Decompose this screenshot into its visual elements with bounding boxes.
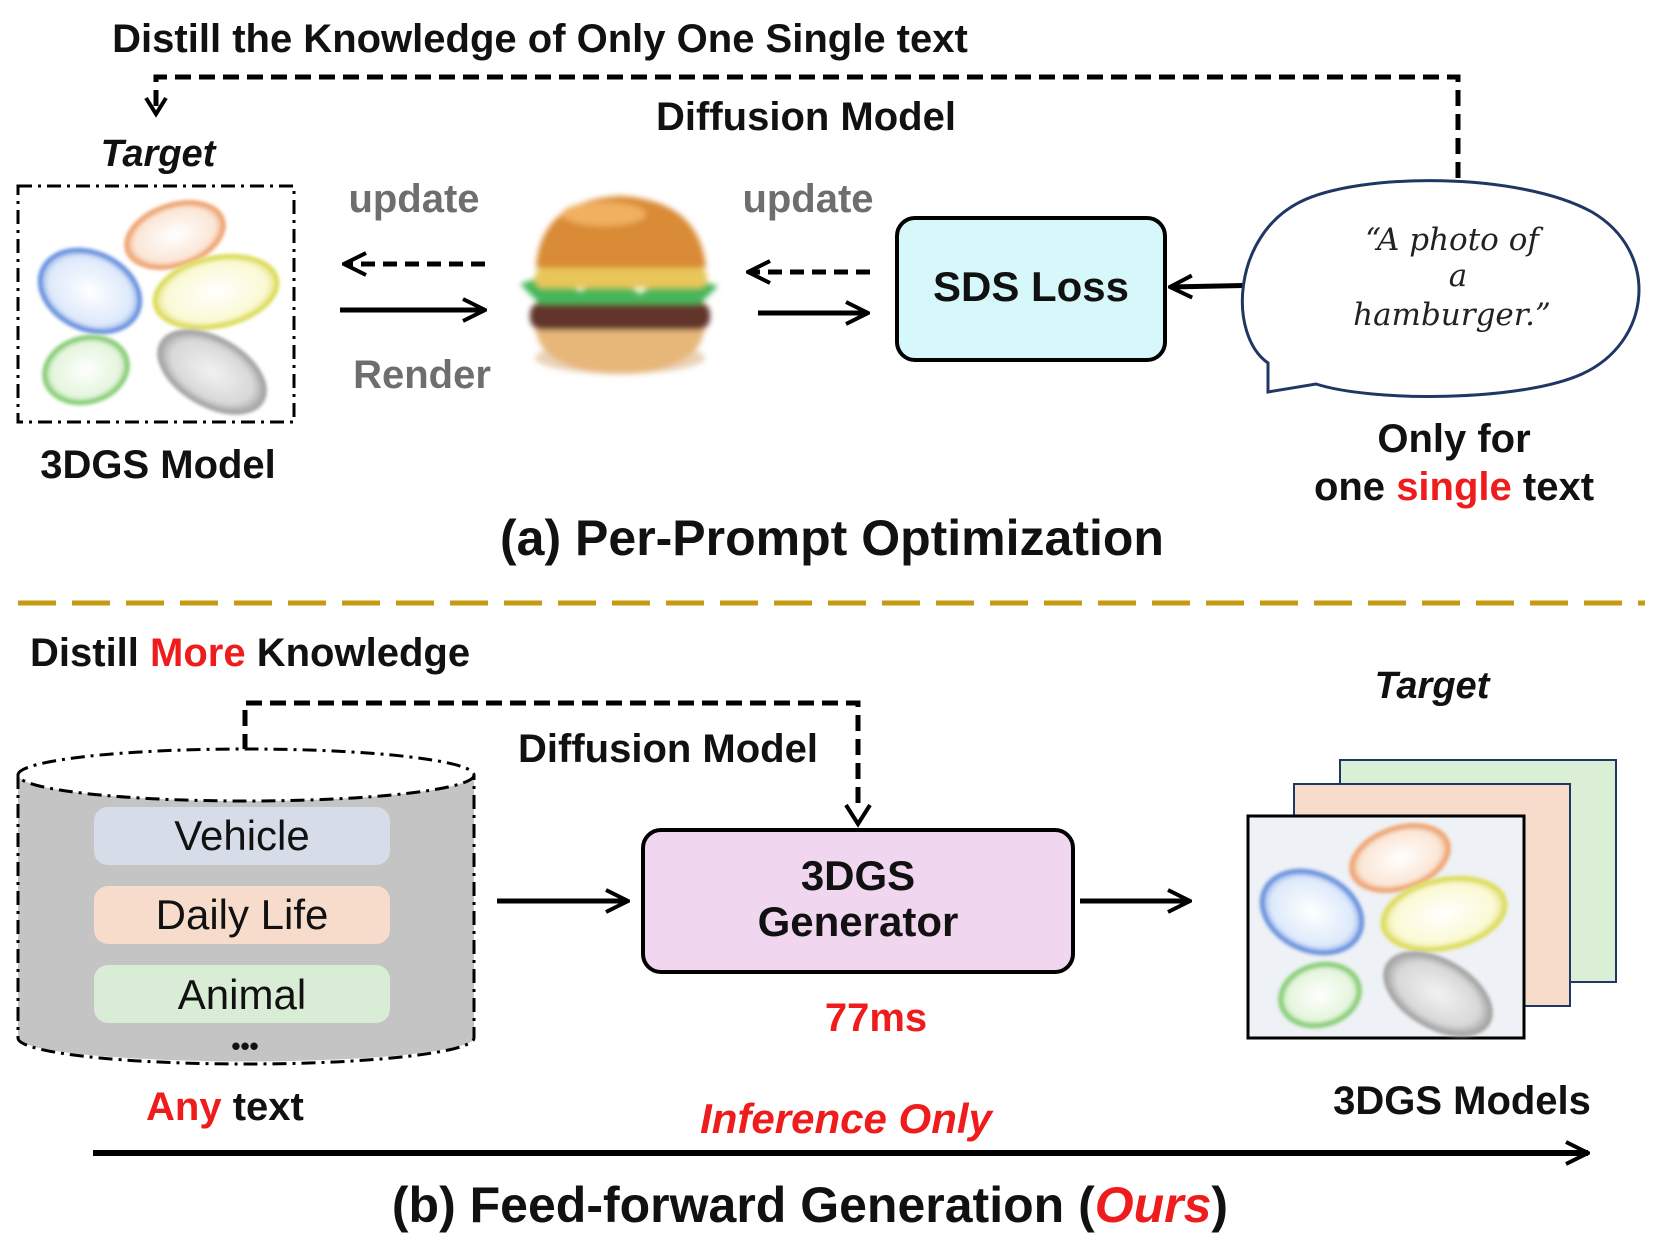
gaussian-blobs-icon <box>37 200 280 415</box>
generated-gaussian-blobs-icon <box>1259 823 1508 1037</box>
update-right-label: update <box>742 177 873 221</box>
generator-line-1: 3DGS <box>801 852 915 899</box>
sds-loss-box <box>895 216 1167 362</box>
category-pill-vehicle <box>94 807 390 865</box>
feedback-arrow-head-icon <box>144 96 168 118</box>
only-for-label: Only for <box>1377 417 1530 461</box>
distill-arrow-head-icon <box>844 803 872 828</box>
prompt-line-3: hamburger.” <box>1353 297 1551 333</box>
more-categories-ellipsis: ••• <box>231 1031 258 1061</box>
feedback-dashed-path <box>153 74 1461 178</box>
inference-only-label: Inference Only <box>700 1095 994 1142</box>
any-text-label: Any text <box>146 1085 304 1129</box>
prompt-line-2: a <box>1449 258 1467 294</box>
update-left-label: update <box>348 177 479 221</box>
top-model-label: 3DGS Model <box>40 443 276 487</box>
bottom-diffusion-label: Diffusion Model <box>518 727 818 771</box>
sds-loss-label: SDS Loss <box>933 263 1129 310</box>
caption-a: (a) Per-Prompt Optimization <box>500 510 1164 566</box>
feedback-label: Distill the Knowledge of Only One Single… <box>112 17 968 61</box>
category-pill-animal <box>94 965 390 1023</box>
caption-b: (b) Feed-forward Generation (Ours) <box>392 1177 1228 1233</box>
prompt-line-1: “A photo of <box>1365 222 1544 258</box>
bottom-models-label: 3DGS Models <box>1333 1079 1591 1123</box>
category-pill-daily-life <box>94 886 390 944</box>
distill-more-label: Distill More Knowledge <box>30 631 470 675</box>
one-single-text-label: one single text <box>1314 465 1594 509</box>
gaussian-generator-box <box>641 828 1075 974</box>
category-animal-label: Animal <box>178 971 306 1018</box>
top-target-label: Target <box>101 133 217 175</box>
prompt-speech-bubble <box>1240 179 1641 398</box>
hamburger-image <box>520 196 718 374</box>
gaussian-model-frame <box>16 184 296 424</box>
category-vehicle-label: Vehicle <box>174 812 309 859</box>
top-diffusion-label: Diffusion Model <box>656 95 956 139</box>
generator-line-2: Generator <box>758 898 959 945</box>
timing-label: 77ms <box>825 996 927 1040</box>
bottom-target-label: Target <box>1375 665 1491 707</box>
render-label: Render <box>353 353 491 397</box>
category-daily-life-label: Daily Life <box>156 891 329 938</box>
